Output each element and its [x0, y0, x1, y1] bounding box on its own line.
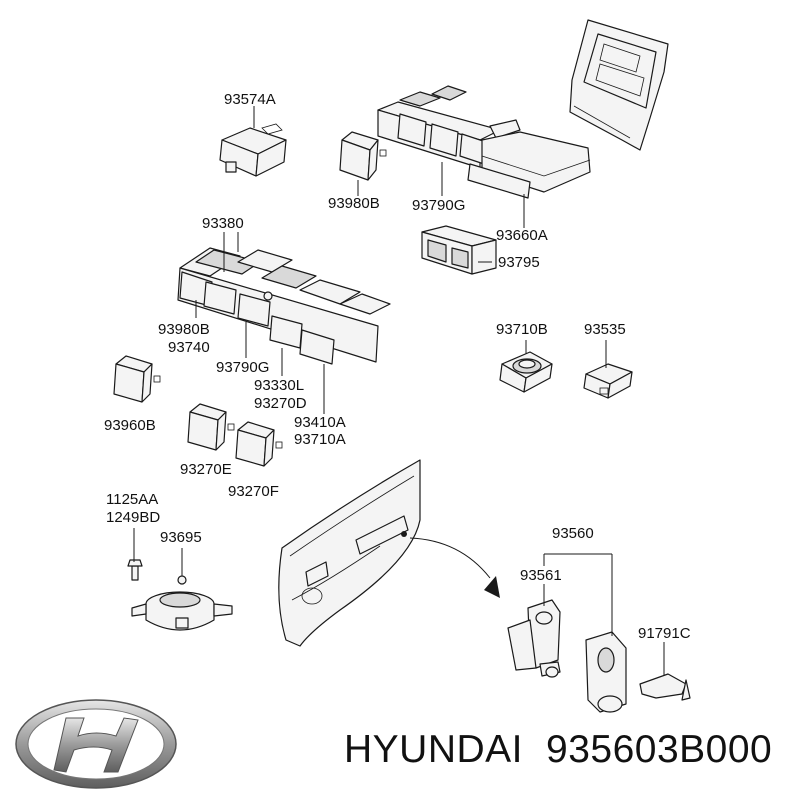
brand-name: HYUNDAI	[344, 728, 523, 771]
label-91791C: 91791C	[638, 625, 691, 642]
label-1125AA: 1125AA	[106, 491, 158, 508]
label-93980B-top: 93980B	[328, 195, 380, 212]
middle-switch-bank-part	[177, 247, 391, 365]
buzzer-part	[127, 559, 233, 631]
switch-cap-left-part	[113, 355, 161, 403]
door-switch-assembly-part	[507, 599, 691, 713]
label-93561: 93561	[520, 567, 562, 584]
label-93795: 93795	[498, 254, 540, 271]
label-1249BD: 1249BD	[106, 509, 160, 526]
dial-knob-part	[499, 351, 553, 393]
double-vent-part	[421, 225, 497, 275]
label-93695: 93695	[160, 529, 202, 546]
dashboard-bezel-part	[569, 19, 669, 151]
label-93660A: 93660A	[496, 227, 548, 244]
label-93270E: 93270E	[180, 461, 232, 478]
part-number: 935603B000	[546, 728, 772, 771]
label-93710A: 93710A	[294, 431, 346, 448]
door-panel-part	[278, 459, 421, 647]
hyundai-logo-icon	[15, 699, 177, 789]
leader-lines	[133, 106, 665, 676]
label-93410A: 93410A	[294, 414, 346, 431]
switch-cap-e-part	[187, 403, 235, 451]
part-labels: 93574A 93980B 93790G 93660A 93795 93380 …	[104, 91, 691, 642]
label-93270D: 93270D	[254, 395, 307, 412]
label-93980B-mid: 93980B	[158, 321, 210, 338]
pointer-arrow	[409, 537, 500, 598]
switch-cap-part	[339, 131, 387, 181]
label-93790G-top: 93790G	[412, 197, 465, 214]
label-93380: 93380	[202, 215, 244, 232]
label-93330L: 93330L	[254, 377, 304, 394]
label-93560: 93560	[552, 525, 594, 542]
label-93960B: 93960B	[104, 417, 156, 434]
label-93574A: 93574A	[224, 91, 276, 108]
label-93790G-mid: 93790G	[216, 359, 269, 376]
label-93710B: 93710B	[496, 321, 548, 338]
label-93740: 93740	[168, 339, 210, 356]
control-module-part	[219, 123, 287, 177]
label-93535: 93535	[584, 321, 626, 338]
top-switch-row-part	[377, 85, 591, 199]
switch-cap-f-part	[235, 421, 283, 467]
label-93270F: 93270F	[228, 483, 279, 500]
small-module-part	[583, 363, 633, 399]
